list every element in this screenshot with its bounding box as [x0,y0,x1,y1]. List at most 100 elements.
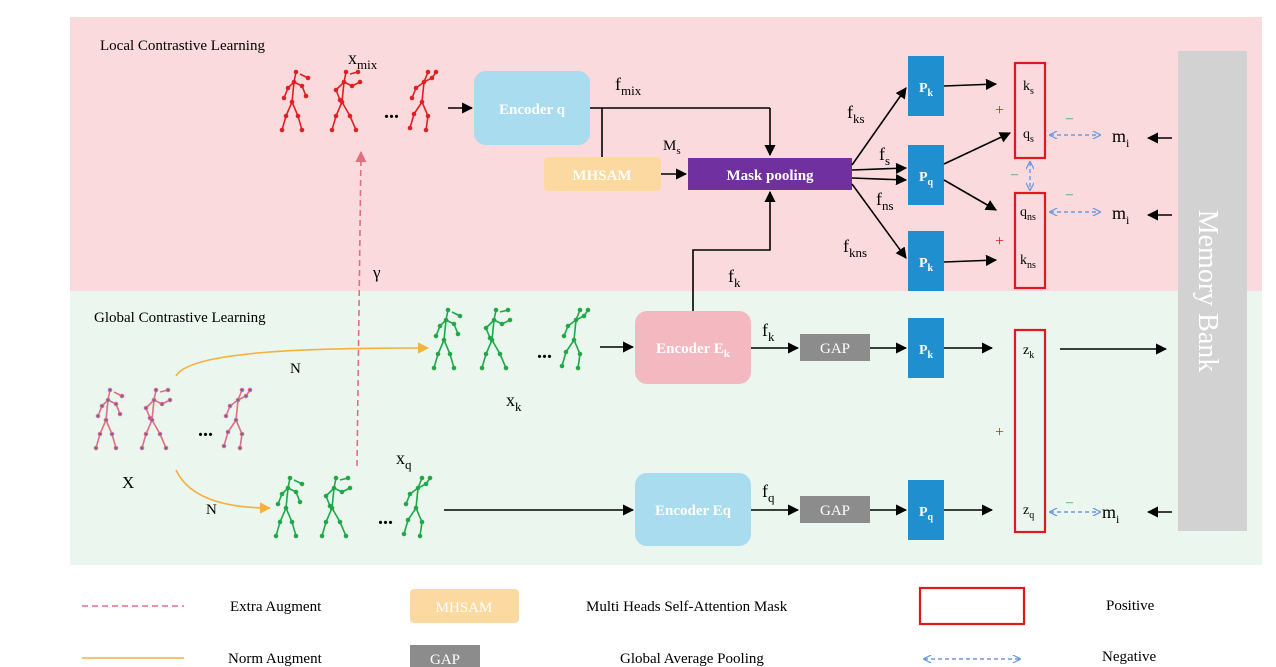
x-input-label: X [122,473,134,492]
legend-extra-augment-text: Extra Augment [230,599,322,615]
m-s-sub: s [676,145,680,157]
svg-text:Pk: Pk [919,256,934,274]
proj-head-1-sub: k [928,88,934,99]
x-k-sub: k [515,399,522,414]
f-k-right-sub: k [768,329,775,344]
svg-text:Encoder Ek: Encoder Ek [656,341,731,360]
proj-head-3 [908,231,944,291]
proj-head-2 [908,145,944,205]
legend-mhsam-box-label: MHSAM [436,600,493,616]
f-mix-sub: mix [621,83,642,98]
svg-text:mi: mi [1102,502,1120,526]
svg-text:Pq: Pq [919,170,934,188]
m-i-3-label: m [1102,502,1116,522]
legend-gap-desc: Global Average Pooling [620,651,764,667]
arrow-fns [851,174,908,186]
svg-text:qns: qns [1020,205,1036,223]
f-kns-label: f [843,236,849,256]
positive-box-mid [1013,191,1047,290]
plus-sign-top: + [995,102,1004,119]
encoder-ek-label: Encoder E [656,341,724,357]
arrow-p2-qns [943,179,997,211]
n-label-bottom: N [206,502,217,518]
q-ns-sub: ns [1027,212,1036,223]
mask-pooling-label: Mask pooling [726,168,814,184]
z-k-sub: k [1029,350,1034,361]
ellipsis-green-k: ... [537,341,552,363]
proj-head-4 [908,318,944,378]
svg-text:Pk: Pk [919,81,934,99]
proj-head-4-label: P [919,343,928,358]
svg-text:xq: xq [396,448,412,472]
k-s-label: k [1023,79,1030,94]
mhsam-label: MHSAM [572,168,631,184]
f-q-label: f [762,481,768,501]
q-s-label: q [1023,127,1030,142]
z-q-sub: q [1029,510,1034,521]
mask-pooling-box [688,158,852,190]
encoder-q-box [474,71,590,145]
svg-text:xk: xk [506,390,522,414]
x-q-sub: q [405,457,412,472]
proj-head-5-label: P [919,505,928,520]
m-i-2-label: m [1112,203,1126,223]
proj-head-5 [908,480,944,540]
arrow-fks [851,87,907,166]
gamma-label: γ [372,263,381,282]
proj-head-3-sub: k [928,263,934,274]
svg-text:fq: fq [762,481,775,505]
svg-text:fns: fns [876,189,894,213]
arrow-fk-maskpool [692,190,776,311]
svg-text:fks: fks [847,102,865,126]
arrow-p1-ks [943,78,998,90]
z-k-label: z [1023,343,1029,358]
proj-head-2-label: P [919,170,928,185]
plus-sign-mid: + [995,233,1004,250]
legend-mhsam-box [410,589,519,623]
extra-augment-arrow [355,150,367,467]
svg-text:fk: fk [728,266,741,290]
f-k-mid-sub: k [734,275,741,290]
m-i-1-sub: i [1126,136,1130,150]
svg-text:xmix: xmix [348,48,378,72]
norm-augment-arrow-top [175,342,430,377]
svg-text:Pq: Pq [919,505,934,523]
local-section-bg [70,17,1262,291]
svg-text:fs: fs [879,144,890,168]
x-k-label: x [506,390,515,410]
arrow-fs [851,162,908,174]
x-mix-label: x [348,48,357,68]
m-i-1-label: m [1112,126,1126,146]
svg-text:zq: zq [1023,503,1034,521]
gap-box-top [800,334,870,361]
q-ns-label: q [1020,205,1027,220]
svg-text:ks: ks [1023,79,1034,97]
legend-gap-box [410,645,480,667]
proj-head-5-sub: q [928,512,934,523]
proj-head-1 [908,56,944,116]
arrow-p2-qs [943,132,1012,165]
arrow-fkns [851,183,907,259]
arrow-p3-kns [943,254,998,266]
memory-bank [1178,51,1247,531]
gap-box-bottom [800,496,870,523]
ellipsis-red: ... [384,101,399,123]
svg-text:mi: mi [1112,203,1130,227]
legend-positive-box [918,586,1026,626]
gap-bottom-label: GAP [820,503,850,519]
f-s-label: f [879,144,885,164]
legend-negative-text: Negative [1102,649,1156,665]
minus-sign-1: – [1065,111,1074,126]
encoder-ek-box [635,311,751,384]
encoder-eq-box [635,473,751,546]
svg-text:zk: zk [1023,343,1034,361]
x-mix-sub: mix [357,57,378,72]
minus-sign-3: – [1010,167,1019,182]
f-ns-label: f [876,189,882,209]
svg-text:Ms: Ms [663,138,681,157]
memory-bank-label: Memory Bank [1192,210,1223,373]
f-ks-label: f [847,102,853,122]
x-q-label: x [396,448,405,468]
k-ns-sub: ns [1027,260,1036,271]
